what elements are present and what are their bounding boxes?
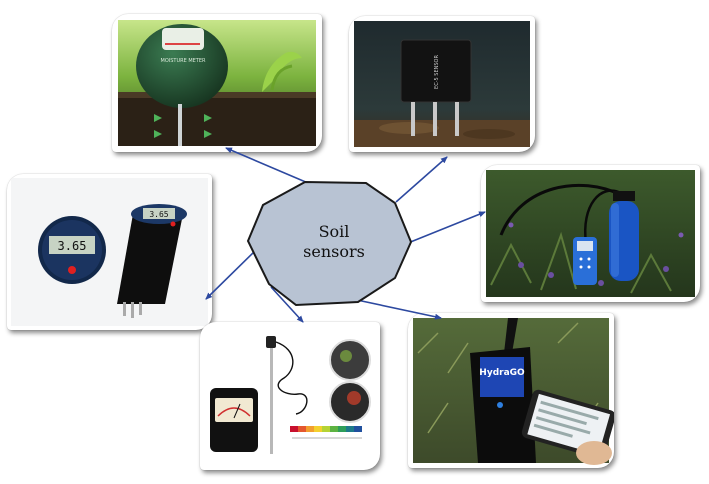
sensor-body-text: EC-5 SENSOR [434,55,440,89]
hydrogo-brand: HydraGO [479,368,525,378]
photo-handheld-sensor-with-phone: HydraGO [408,313,614,468]
arrow-to-digital-soil-pen [205,247,259,300]
arrow-to-analog-probe-and-gauges [270,286,304,323]
pen-display-value-large: 3.65 [58,239,87,253]
photo-analog-soil-meter: MOISTURE METER [112,14,322,152]
photo-digital-soil-pen: 3.65 3.65 [7,174,212,330]
pen-display-value-small: 3.65 [149,210,168,219]
arrow-to-probe-soil-sensor [395,156,448,203]
photo-probe-soil-sensor: EC-5 SENSOR [349,16,535,152]
central-node-label-line1: Soil [318,222,350,241]
arrow-to-analog-soil-meter [225,147,309,184]
central-node-label: Soil sensors [282,222,386,262]
arrow-to-probe-with-handheld-meter [407,211,486,244]
photo-analog-probe-and-gauges [200,322,380,470]
photo-probe-with-handheld-meter [481,165,700,302]
meter-dial-text: MOISTURE METER [161,58,207,64]
central-node-label-line2: sensors [303,242,365,261]
